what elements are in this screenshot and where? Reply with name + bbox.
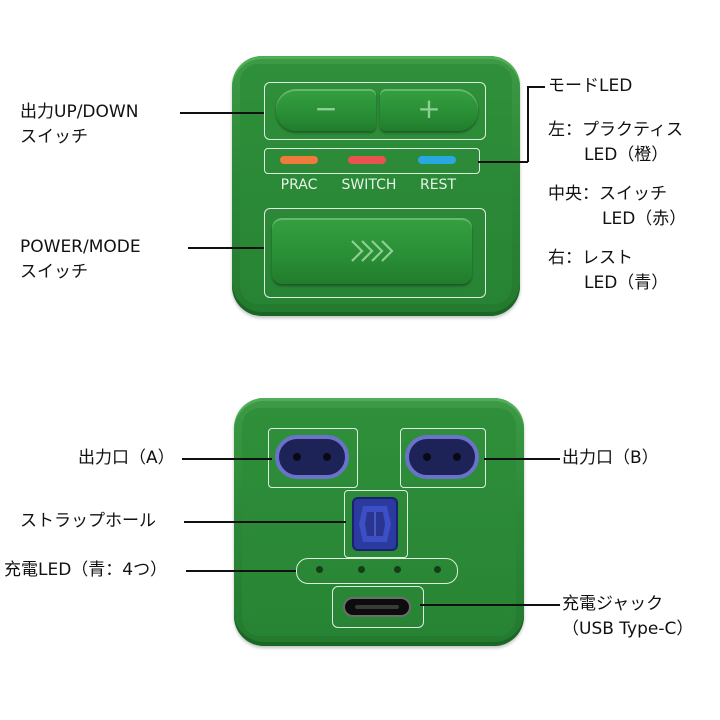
leader-mode-led-h2 — [478, 161, 528, 163]
power-mode-button[interactable] — [272, 218, 472, 284]
label-output-updown: 出力UP/DOWN スイッチ — [20, 102, 139, 147]
label-charge-led: 充電LED（青：4つ） — [4, 560, 168, 580]
charge-led-1 — [316, 566, 323, 573]
leader-output-b — [484, 458, 560, 460]
output-down-button[interactable]: − — [276, 89, 376, 131]
leader-charge-jack — [420, 604, 560, 606]
strap-frame — [344, 490, 408, 558]
charge-led-4 — [434, 566, 441, 573]
port-a-pin-right — [323, 453, 331, 461]
led-label-switch: SWITCH — [341, 177, 397, 193]
port-b-pin-right — [453, 453, 461, 461]
output-up-button[interactable]: + — [380, 89, 478, 131]
charge-led-3 — [394, 566, 401, 573]
leader-charge-led — [186, 570, 296, 572]
led-switch — [348, 156, 386, 164]
charge-led-2 — [358, 566, 365, 573]
label-power-mode: POWER/MODE スイッチ — [20, 237, 141, 282]
leader-power-mode — [188, 247, 264, 249]
port-b-pin-left — [423, 453, 431, 461]
led-rest — [418, 156, 456, 164]
usb-c-tongue — [355, 605, 399, 609]
leader-strap-hole — [184, 521, 346, 523]
label-left-led: 左：プラクティス LED（橙） — [548, 120, 683, 165]
led-prac — [280, 156, 318, 164]
power-logo-icon — [351, 240, 394, 262]
leader-output-a — [182, 458, 272, 460]
label-output-b: 出力口（B） — [562, 448, 659, 468]
usb-frame — [332, 586, 424, 628]
port-a-pin-left — [293, 453, 301, 461]
output-port-a[interactable] — [275, 435, 349, 479]
power-frame — [264, 208, 486, 298]
label-output-a: 出力口（A） — [78, 448, 175, 468]
leader-mode-led-h1 — [527, 86, 545, 88]
leader-mode-led-v — [527, 86, 529, 162]
top-device-body: − + PRAC SWITCH REST — [232, 56, 520, 316]
led-label-rest: REST — [419, 177, 456, 193]
label-center-led: 中央：スイッチ LED（赤） — [548, 184, 687, 229]
leader-output-updown — [180, 112, 264, 114]
label-strap-hole: ストラップホール — [20, 511, 156, 531]
output-port-b[interactable] — [405, 435, 479, 479]
label-charge-jack: 充電ジャック （USB Type-C） — [562, 594, 694, 639]
label-mode-led: モードLED — [548, 76, 633, 96]
strap-gem-icon[interactable] — [351, 496, 399, 552]
minus-icon: − — [314, 92, 338, 125]
updown-frame — [264, 82, 486, 140]
plus-icon: + — [417, 92, 441, 125]
label-right-led: 右：レスト LED（青） — [548, 248, 669, 293]
led-label-prac: PRAC — [280, 177, 318, 193]
usb-c-port-icon[interactable] — [343, 597, 411, 617]
charge-led-frame — [296, 558, 458, 584]
